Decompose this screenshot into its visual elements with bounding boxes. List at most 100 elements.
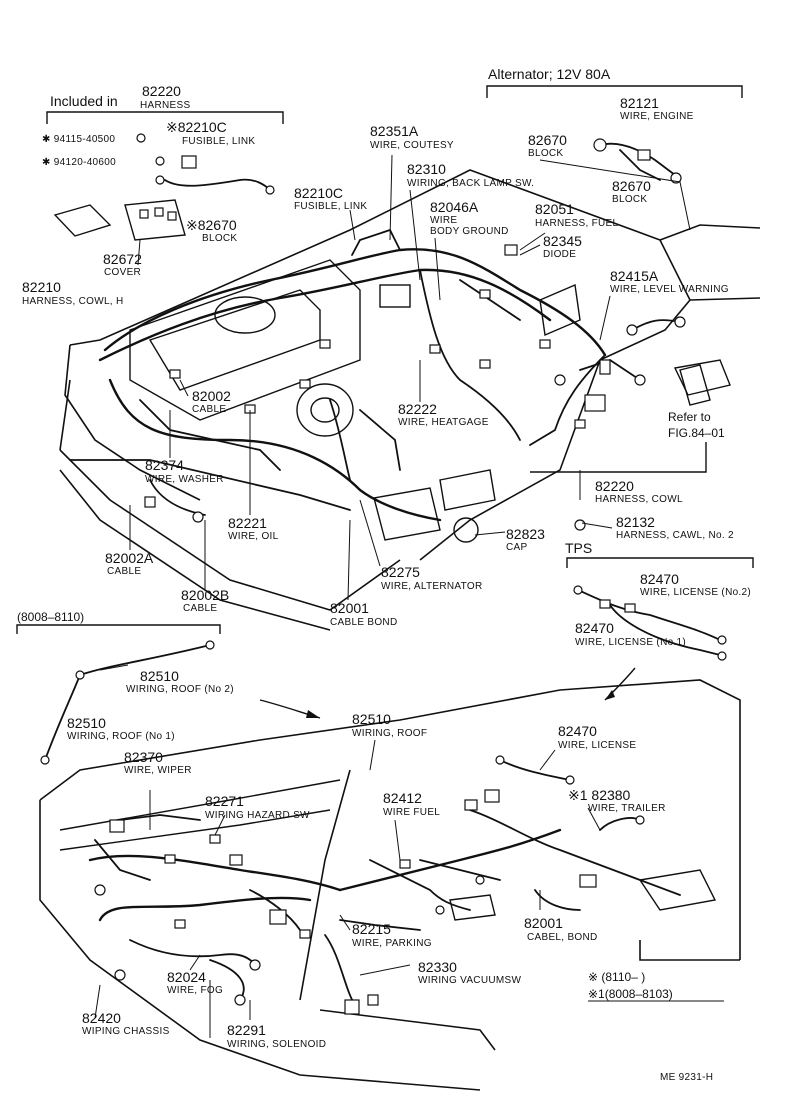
svg-text:82345: 82345	[543, 233, 582, 249]
license-wires-drawing	[573, 585, 727, 701]
callout-82001-top: 82001 CABLE BOND	[330, 600, 397, 628]
svg-text:82470: 82470	[575, 620, 614, 636]
callout-82210: 82210 HARNESS, COWL, H	[22, 279, 123, 307]
callout-82291: 82291 WIRING, SOLENOID	[227, 1022, 326, 1050]
svg-text:82412: 82412	[383, 790, 422, 806]
svg-text:BLOCK: BLOCK	[612, 194, 647, 205]
engine-bay-drawing	[59, 138, 761, 631]
callout-82002b: 82002B CABLE	[181, 587, 229, 614]
svg-text:82051: 82051	[535, 201, 574, 217]
callout-82051: 82051 HARNESS, FUEL	[535, 201, 619, 229]
callout-82132: 82132 HARNESS, CAWL, No. 2	[616, 514, 734, 541]
range-bracket: (8008–8110)	[16, 610, 221, 634]
callout-82002: 82002 CABLE	[192, 388, 231, 415]
svg-text:82024: 82024	[167, 969, 206, 985]
footer-code: ME 9231-H	[660, 1072, 713, 1083]
included-in-bracket: Included in 82220 HARNESS	[46, 83, 284, 124]
svg-text:WIRE, HEATGAGE: WIRE, HEATGAGE	[398, 417, 489, 428]
svg-text:HARNESS, CAWL, No. 2: HARNESS, CAWL, No. 2	[616, 530, 734, 541]
callout-82210c: 82210C FUSIBLE, LINK	[294, 185, 367, 212]
svg-text:82351A: 82351A	[370, 123, 419, 139]
svg-text:WIRING VACUUMSW: WIRING VACUUMSW	[418, 975, 521, 986]
callout-82024: 82024 WIRE, FOG	[167, 969, 223, 996]
svg-text:82470: 82470	[558, 723, 597, 739]
callout-82222: 82222 WIRE, HEATGAGE	[398, 401, 489, 428]
svg-text:FUSIBLE, LINK: FUSIBLE, LINK	[182, 136, 255, 147]
svg-text:82510: 82510	[140, 668, 179, 684]
svg-text:82420: 82420	[82, 1010, 121, 1026]
callout-94115: ✱ 94115-40500	[42, 134, 115, 145]
svg-text:82002A: 82002A	[105, 550, 154, 566]
svg-text:WIRING HAZARD SW: WIRING HAZARD SW	[205, 810, 310, 821]
svg-text:CABLE: CABLE	[183, 603, 217, 614]
alternator-bracket: Alternator; 12V 80A	[486, 66, 743, 98]
svg-text:HARNESS, COWL: HARNESS, COWL	[595, 494, 683, 505]
callout-82412: 82412 WIRE FUEL	[383, 790, 440, 818]
svg-text:82132: 82132	[616, 514, 655, 530]
svg-text:82210: 82210	[22, 279, 61, 295]
callout-82374: 82374 WIRE, WASHER	[145, 457, 224, 485]
svg-text:82415A: 82415A	[610, 268, 659, 284]
svg-text:82374: 82374	[145, 457, 184, 473]
svg-text:82470: 82470	[640, 571, 679, 587]
alternator-spec: Alternator; 12V 80A	[488, 66, 611, 82]
svg-text:82210C: 82210C	[294, 185, 343, 201]
cabin-drawing	[39, 679, 741, 1091]
svg-text:82510: 82510	[67, 715, 106, 731]
legend-line-1: ※ (8110– )	[588, 970, 645, 984]
svg-text:82001: 82001	[524, 915, 563, 931]
svg-text:WIRE, LICENSE (No.2): WIRE, LICENSE (No.2)	[640, 587, 751, 598]
svg-text:82221: 82221	[228, 515, 267, 531]
callout-82310: 82310 WIRING, BACK LAMP SW.	[407, 161, 534, 189]
svg-text:HARNESS, FUEL: HARNESS, FUEL	[535, 218, 619, 229]
svg-text:WIRING, ROOF (No 1): WIRING, ROOF (No 1)	[67, 731, 175, 742]
svg-text:BLOCK: BLOCK	[528, 148, 563, 159]
harness-number: 82220	[142, 83, 181, 99]
callout-82220: 82220 HARNESS, COWL	[595, 478, 683, 505]
refer-note: Refer to FIG.84–01	[530, 410, 725, 473]
svg-text:WIRE, WIPER: WIRE, WIPER	[124, 765, 192, 776]
svg-text:WIRE, LICENSE (No.1): WIRE, LICENSE (No.1)	[575, 637, 686, 648]
svg-text:✱ 94120-40600: ✱ 94120-40600	[42, 157, 116, 168]
callout-82002a: 82002A CABLE	[105, 550, 154, 577]
svg-text:82046A: 82046A	[430, 199, 479, 215]
callout-82001-bottom: 82001 CABEL, BOND	[524, 915, 597, 943]
svg-text:WIRE, COUTESY: WIRE, COUTESY	[370, 140, 454, 151]
callout-82380: ※1 82380 WIRE, TRAILER	[568, 787, 666, 814]
svg-text:CAP: CAP	[506, 542, 527, 553]
callout-82215: 82215 WIRE, PARKING	[352, 921, 432, 949]
tps-label: TPS	[565, 540, 592, 556]
svg-text:82670: 82670	[528, 132, 567, 148]
svg-text:82330: 82330	[418, 959, 457, 975]
svg-text:WIRE, PARKING: WIRE, PARKING	[352, 938, 432, 949]
svg-text:WIRE FUEL: WIRE FUEL	[383, 807, 440, 818]
callout-82121: 82121 WIRE, ENGINE	[620, 95, 693, 122]
included-parts-drawing	[53, 133, 275, 241]
callout-82210c-included: ※82210C FUSIBLE, LINK	[166, 119, 255, 147]
svg-text:82220: 82220	[595, 478, 634, 494]
svg-text:BLOCK: BLOCK	[202, 233, 237, 244]
callout-82470-no1: 82470 WIRE, LICENSE (No.1)	[575, 620, 686, 648]
callout-82046a: 82046A WIRE BODY GROUND	[430, 199, 508, 237]
svg-text:WIRE, TRAILER: WIRE, TRAILER	[588, 803, 666, 814]
callout-82275: 82275 WIRE, ALTERNATOR	[381, 564, 482, 592]
refer-line-1: Refer to	[668, 410, 711, 424]
svg-text:CABLE: CABLE	[107, 566, 141, 577]
svg-text:WIRE, LEVEL WARNING: WIRE, LEVEL WARNING	[610, 284, 729, 295]
svg-text:82001: 82001	[330, 600, 369, 616]
svg-text:82271: 82271	[205, 793, 244, 809]
included-in-text: Included in	[50, 93, 118, 109]
legend: ※ (8110– ) ※1(8008–8103)	[588, 970, 724, 1002]
svg-text:82002: 82002	[192, 388, 231, 404]
svg-text:82672: 82672	[103, 251, 142, 267]
callout-82823: 82823 CAP	[506, 526, 545, 553]
callout-82271: 82271 WIRING HAZARD SW	[205, 793, 310, 821]
svg-text:WIRE, OIL: WIRE, OIL	[228, 531, 279, 542]
callout-82420: 82420 WIPING CHASSIS	[82, 1010, 169, 1037]
svg-text:WIRE, FOG: WIRE, FOG	[167, 985, 223, 996]
svg-text:WIRING, SOLENOID: WIRING, SOLENOID	[227, 1039, 326, 1050]
callout-82221: 82221 WIRE, OIL	[228, 515, 279, 542]
svg-text:82121: 82121	[620, 95, 659, 111]
svg-text:WIRE, WASHER: WIRE, WASHER	[145, 474, 224, 485]
